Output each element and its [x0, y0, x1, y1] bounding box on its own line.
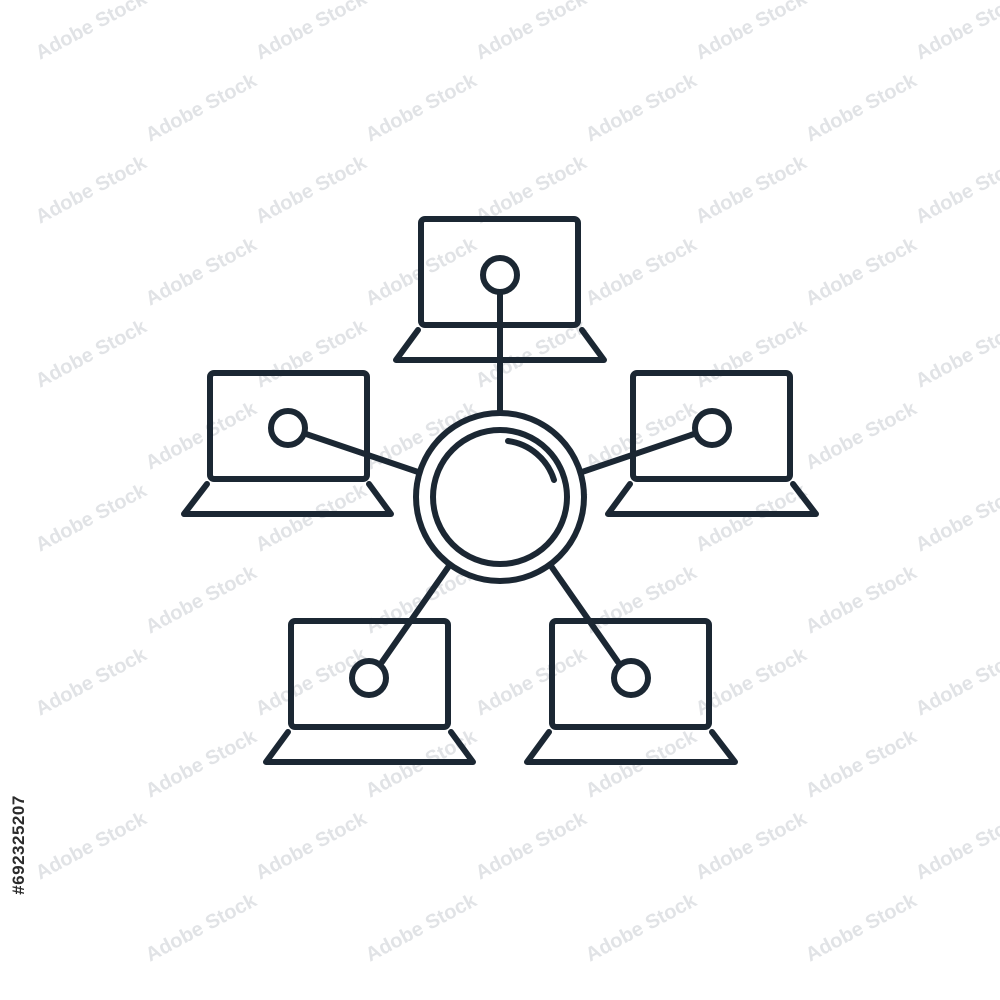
watermark-text: Adobe Stock: [912, 0, 1000, 64]
watermark-text: Adobe Stock: [252, 479, 371, 556]
laptop-icon-bottom-left: [263, 618, 476, 765]
watermark-text: Adobe Stock: [912, 643, 1000, 720]
hub-icon: [413, 410, 587, 584]
watermark-text: Adobe Stock: [32, 479, 151, 556]
watermark-text: Adobe Stock: [802, 889, 921, 966]
watermark-text: Adobe Stock: [692, 315, 811, 392]
watermark-text: Adobe Stock: [802, 69, 921, 146]
connector-lines: [303, 289, 697, 665]
node-circles: [268, 255, 732, 698]
watermark-text: Adobe Stock: [362, 889, 481, 966]
laptop-icon-right: [605, 370, 819, 517]
watermark-text: Adobe Stock: [582, 69, 701, 146]
laptop-icon-bottom-right: [524, 618, 738, 765]
watermark-text: Adobe Stock: [692, 807, 811, 884]
watermark-text: Adobe Stock: [32, 151, 151, 228]
watermark-text: Adobe Stock: [692, 0, 811, 64]
watermark-text: Adobe Stock: [802, 561, 921, 638]
watermark-text: Adobe Stock: [252, 315, 371, 392]
watermark-text: Adobe Stock: [32, 0, 151, 64]
watermark-text: Adobe Stock: [582, 233, 701, 310]
stock-id-text: #692325207: [9, 795, 29, 895]
watermark-text: Adobe Stock: [692, 151, 811, 228]
watermark-text: Adobe Stock: [472, 807, 591, 884]
watermark-text: Adobe Stock: [472, 643, 591, 720]
watermark-text: Adobe Stock: [252, 151, 371, 228]
watermark-text: Adobe Stock: [142, 233, 261, 310]
watermark-text: Adobe Stock: [142, 69, 261, 146]
watermark-text: Adobe Stock: [142, 725, 261, 802]
stock-id-label: #692325207: [6, 760, 32, 930]
watermark-text: Adobe Stock: [32, 643, 151, 720]
watermark-text: Adobe Stock: [142, 561, 261, 638]
watermark-text: Adobe Stock: [912, 807, 1000, 884]
watermark-text: Adobe Stock: [32, 807, 151, 884]
watermark-text: Adobe Stock: [802, 725, 921, 802]
watermark-text: Adobe Stock: [142, 397, 261, 474]
watermark-text: Adobe Stock: [582, 889, 701, 966]
watermark-text: Adobe Stock: [142, 889, 261, 966]
watermark-text: Adobe Stock: [912, 315, 1000, 392]
watermark-text: Adobe Stock: [912, 151, 1000, 228]
watermark-text: Adobe Stock: [802, 397, 921, 474]
watermark-text: Adobe Stock: [582, 561, 701, 638]
watermark-text: Adobe Stock: [252, 807, 371, 884]
watermark-text: Adobe Stock: [802, 233, 921, 310]
watermark-text: Adobe Stock: [252, 0, 371, 64]
watermark-text: Adobe Stock: [362, 69, 481, 146]
watermark-text: Adobe Stock: [472, 0, 591, 64]
laptop-icon-left: [181, 370, 394, 517]
watermark-text: Adobe Stock: [692, 479, 811, 556]
watermark-text: Adobe Stock: [32, 315, 151, 392]
watermark-text: Adobe Stock: [912, 479, 1000, 556]
